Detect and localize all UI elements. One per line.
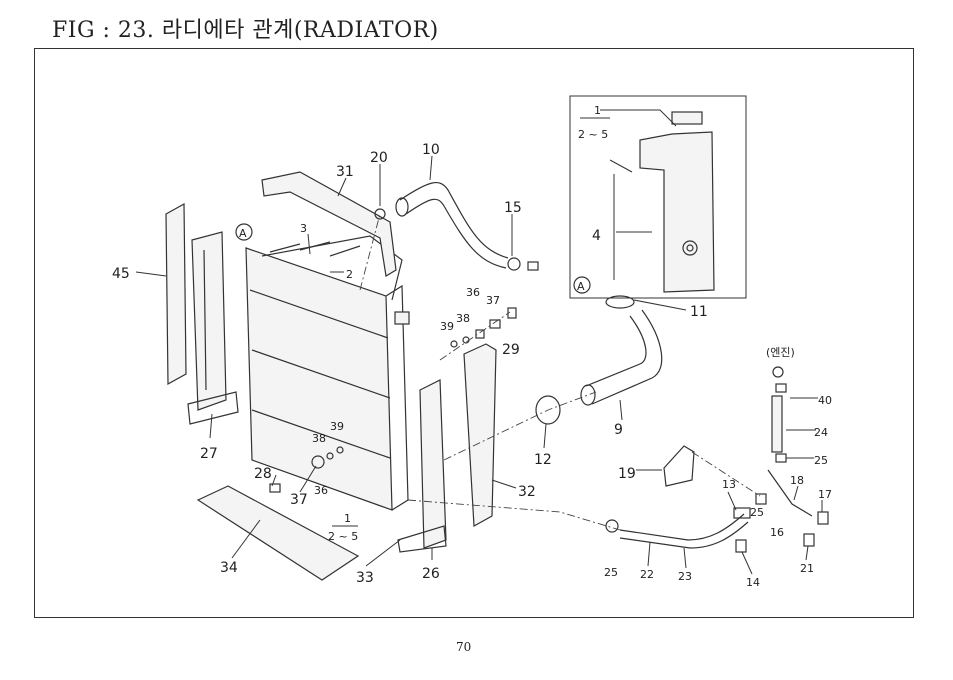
callout-14: 14 [746,576,760,589]
callout-32: 32 [518,484,536,500]
right-bracket [397,379,447,553]
inset-marker: A [577,280,585,293]
lower-hose [580,295,663,406]
callout-16: 16 [770,526,784,539]
callout-25-right: 25 [814,454,828,467]
callout-31: 31 [336,164,354,180]
callout-15: 15 [504,200,522,216]
inset-fraction-top: 1 [594,104,601,117]
upper-hose [395,182,509,269]
leader-lines [135,155,823,575]
hose-clamp [535,395,561,425]
callout-39-upper: 39 [440,320,454,333]
callout-18: 18 [790,474,804,487]
drain-hose-assembly [605,366,829,553]
callout-24: 24 [814,426,828,439]
callout-45: 45 [112,266,130,282]
left-bracket [187,231,239,425]
marker-a-circle [573,276,591,294]
inset-label-4: 4 [592,228,601,244]
engine-label: (엔진) [766,346,795,359]
inset-fraction-bottom: 2 ~ 5 [578,128,608,141]
callout-19: 19 [618,466,636,482]
radiator-core [245,235,410,511]
callout-39-lower: 39 [330,420,344,433]
assembly-lines [359,213,761,531]
callout-11: 11 [690,304,708,320]
callout-36-lower: 36 [314,484,328,497]
reservoir-inset: A 1 2 ~ 5 4 [569,95,747,299]
callout-10: 10 [422,142,440,158]
marker-a: A [239,227,247,240]
callout-17: 17 [818,488,832,501]
callout-37-lower: 37 [290,492,308,508]
upper-bar [261,171,397,277]
callout-33: 33 [356,570,374,586]
callout-22: 22 [640,568,654,581]
callout-40: 40 [818,394,832,407]
callout-12: 12 [534,452,552,468]
callout-38-upper: 38 [456,312,470,325]
bottom-plate [196,485,360,581]
callout-38-lower: 38 [312,432,326,445]
callout-25-mid: 25 [750,506,764,519]
callout-36-upper: 36 [466,286,480,299]
callout-23: 23 [678,570,692,583]
callout-28: 28 [254,466,272,482]
callout-25-left: 25 [604,566,618,579]
callout-20: 20 [370,150,388,166]
left-shroud [165,202,187,386]
marker-a-circle-main [235,223,253,241]
callout-29: 29 [502,342,520,358]
callout-2: 2 [346,268,353,281]
callout-37-upper: 37 [486,294,500,307]
callout-34: 34 [220,560,238,576]
callout-26: 26 [422,566,440,582]
page-number: 70 [456,640,472,654]
fraction-top-bottom: 1 [344,512,351,525]
right-shroud [463,343,497,527]
callout-27: 27 [200,446,218,462]
fraction-bottom-bottom: 2 ~ 5 [328,530,358,543]
callout-9: 9 [614,422,623,438]
diagram-frame [34,48,914,618]
callout-21: 21 [800,562,814,575]
callout-3: 3 [300,222,307,235]
callout-13: 13 [722,478,736,491]
figure-title: FIG : 23. 라디에타 관계(RADIATOR) [52,18,439,43]
